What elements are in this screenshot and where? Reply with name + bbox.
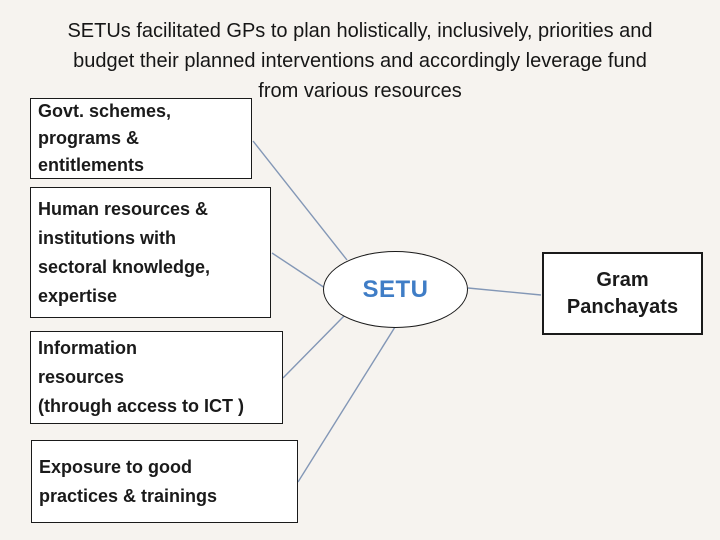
connector-exposure-practices-to-setu (297, 326, 396, 483)
source-box-human-resources: Human resources & institutions with sect… (30, 187, 271, 318)
gram-panchayats-label: Gram Panchayats (566, 268, 679, 318)
source-box-human-resources-label: Human resources & institutions with sect… (38, 198, 211, 306)
source-box-govt-schemes: Govt. schemes, programs & entitlements (30, 98, 252, 179)
setu-hub-label: SETU (362, 275, 429, 303)
connector-human-resources-to-setu (271, 252, 326, 289)
source-box-govt-schemes-label: Govt. schemes, programs & entitlements (38, 101, 172, 175)
connector-govt-schemes-to-setu (252, 140, 348, 261)
source-box-information-resources-label: Information resources (through access to… (38, 338, 245, 416)
gram-panchayats-box: Gram Panchayats (542, 252, 703, 335)
slide-title: SETUs facilitated GPs to plan holistical… (67, 20, 653, 102)
connector-setu-to-gram-panchayats (467, 287, 542, 296)
setu-hub-ellipse: SETU (323, 251, 468, 328)
source-box-exposure-practices: Exposure to good practices & trainings (31, 440, 298, 523)
source-box-information-resources: Information resources (through access to… (30, 331, 283, 424)
source-box-exposure-practices-label: Exposure to good practices & trainings (39, 456, 218, 506)
connector-information-resources-to-setu (282, 314, 346, 379)
